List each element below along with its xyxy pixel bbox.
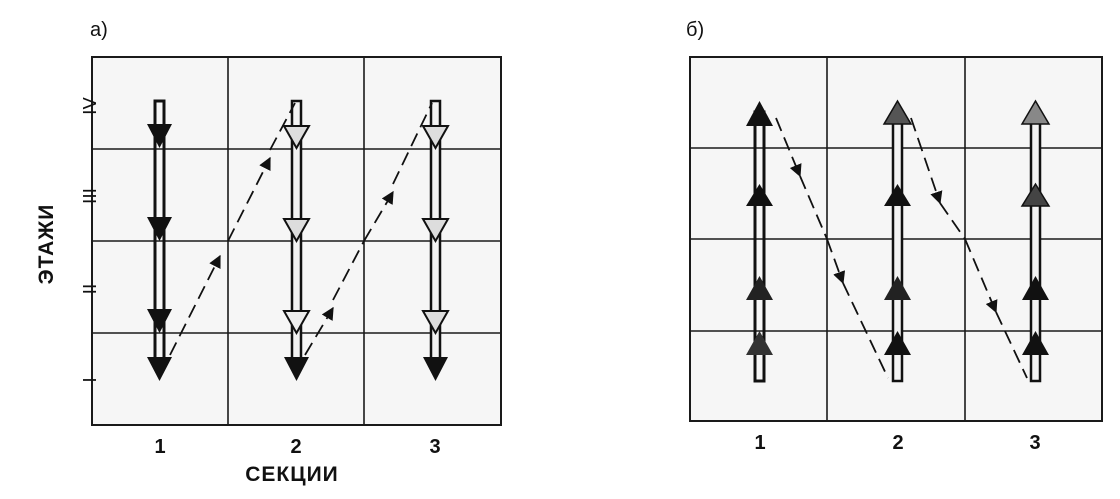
panel-a-column-2-arrow: [282, 99, 311, 381]
floor-label-3: III: [80, 188, 101, 204]
panel-b-col-label-2: 2: [892, 432, 903, 454]
panel-a-col-label-2: 2: [290, 436, 301, 458]
panel-b-col-label-1: 1: [754, 432, 765, 454]
panel-b-column-3-arrow: [1020, 99, 1051, 383]
y-axis-label: ЭТАЖИ: [35, 204, 58, 285]
panel-b-col-label-3: 3: [1029, 432, 1040, 454]
panel-b: б): [686, 19, 1103, 454]
panel-a-column-3-arrow: [421, 99, 450, 381]
floor-label-1: I: [80, 377, 101, 382]
panel-a-col-label-3: 3: [429, 436, 440, 458]
floor-label-4: IV: [80, 97, 101, 115]
panel-b-column-2-arrow: [882, 99, 913, 383]
panel-a: а): [35, 19, 502, 486]
panel-a-col-label-1: 1: [154, 436, 165, 458]
panel-a-column-1-arrow: [147, 99, 172, 381]
panel-b-transitions: [775, 117, 1028, 379]
panel-a-transitions: [169, 102, 433, 356]
panel-b-column-1-arrow: [746, 101, 773, 383]
floor-label-2: II: [80, 284, 101, 295]
x-axis-label: СЕКЦИИ: [245, 463, 339, 486]
panel-a-label: а): [90, 19, 108, 41]
panel-b-label: б): [686, 19, 704, 41]
